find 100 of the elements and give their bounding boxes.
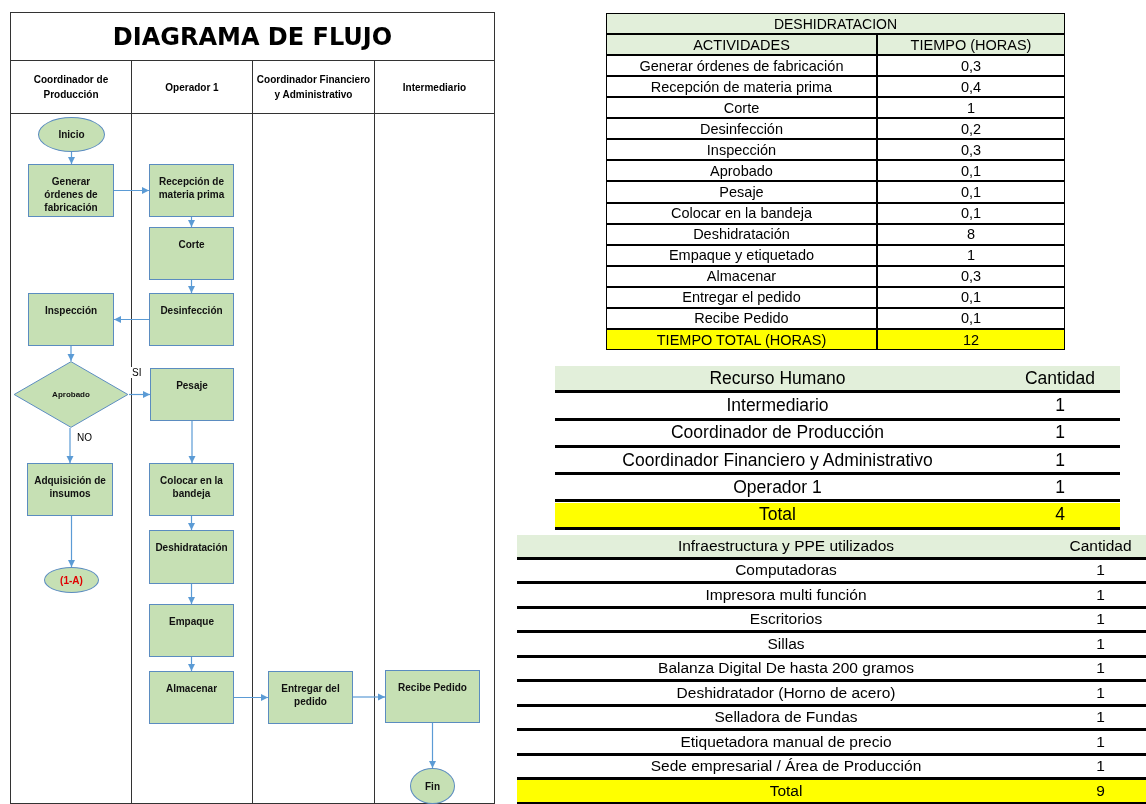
table-cell: 1 [1055, 682, 1146, 707]
arrow [188, 420, 196, 464]
table-cell: Corte [606, 97, 877, 119]
process-box: Almacenar [149, 671, 234, 724]
table-cell: Pesaje [606, 181, 877, 203]
table-cell: 1 [1000, 447, 1120, 476]
lane-header: Intermediario [375, 61, 494, 114]
process-box: Colocar en la bandeja [149, 463, 234, 516]
table-cell: 0,2 [877, 118, 1065, 140]
lane-header: Coordinador de Producción [11, 61, 131, 114]
arrow [187, 583, 196, 605]
table-cell: Inspección [606, 139, 877, 161]
table-cell: 0,3 [877, 55, 1065, 77]
table-cell: 1 [1055, 657, 1146, 682]
arrow [66, 427, 74, 464]
arrow [233, 693, 269, 702]
arrow [352, 693, 386, 701]
process-box: Recibe Pedido [385, 670, 480, 723]
table-cell: Balanza Digital De hasta 200 gramos [517, 657, 1055, 682]
column-header: TIEMPO (HORAS) [877, 34, 1065, 56]
total-cell: Total [555, 502, 1000, 530]
total-cell: TIEMPO TOTAL (HORAS) [606, 328, 877, 351]
lane-header: Coordinador Financiero y Administrativo [253, 61, 374, 114]
edge-label: SI [131, 367, 143, 378]
table-cell: Generar órdenes de fabricación [606, 55, 877, 77]
process-box: Adquisición de insumos [27, 463, 113, 516]
table-cell: Selladora de Fundas [517, 706, 1055, 731]
terminator-oval: Fin [410, 768, 455, 804]
table-cell: 1 [1055, 584, 1146, 609]
edge-label: NO [76, 432, 93, 443]
swimlane [374, 60, 495, 804]
table-cell: Etiquetadora manual de precio [517, 731, 1055, 756]
table-cell: 0,3 [877, 265, 1065, 287]
table-cell: 1 [1055, 706, 1146, 731]
diagram-title: DIAGRAMA DE FLUJO [10, 12, 495, 61]
table-cell: Aprobado [606, 160, 877, 182]
table-title: DESHIDRATACION [606, 13, 1065, 34]
process-box: Deshidratación [149, 530, 234, 584]
table-cell: 1 [1000, 393, 1120, 421]
arrow [128, 390, 151, 399]
process-box: Corte [149, 227, 234, 280]
terminator-oval: (1-A) [44, 567, 99, 593]
arrow [187, 279, 196, 294]
arrow [113, 315, 150, 324]
table-cell: 1 [877, 97, 1065, 119]
table-cell: Coordinador de Producción [555, 420, 1000, 448]
column-header: Infraestructura y PPE utilizados [517, 535, 1055, 560]
arrow [67, 515, 76, 568]
table-cell: 0,4 [877, 76, 1065, 98]
process-box: Recepción de materia prima [149, 164, 234, 217]
arrow [428, 722, 437, 769]
process-box: Generar órdenes de fabricación [28, 164, 114, 217]
table-cell: Computadoras [517, 559, 1055, 584]
total-cell: 9 [1055, 780, 1146, 804]
table-cell: Recibe Pedido [606, 307, 877, 329]
total-cell: 4 [1000, 502, 1120, 530]
table-cell: 0,1 [877, 202, 1065, 224]
table-cell: 8 [877, 223, 1065, 245]
table-cell: Escritorios [517, 608, 1055, 633]
arrow [67, 151, 76, 165]
process-box: Desinfección [149, 293, 234, 346]
table-cell: 1 [1055, 559, 1146, 584]
process-box: Pesaje [150, 368, 234, 421]
process-box: Inspección [28, 293, 114, 346]
column-header: Recurso Humano [555, 366, 1000, 394]
table-cell: Impresora multi función [517, 584, 1055, 609]
table-cell: Sillas [517, 633, 1055, 658]
swimlane [10, 60, 132, 804]
table-cell: Deshidratación [606, 223, 877, 245]
total-cell: Total [517, 780, 1055, 804]
table-cell: 1 [1055, 633, 1146, 658]
table-cell: Empaque y etiquetado [606, 244, 877, 266]
table-cell: 1 [877, 244, 1065, 266]
table-cell: Colocar en la bandeja [606, 202, 877, 224]
table-cell: Coordinador Financiero y Administrativo [555, 447, 1000, 476]
column-header: ACTIVIDADES [606, 34, 877, 56]
table-cell: 0,1 [877, 286, 1065, 308]
table-cell: Almacenar [606, 265, 877, 287]
table-cell: 1 [1055, 608, 1146, 633]
table-cell: 0,3 [877, 139, 1065, 161]
table-cell: Deshidratador (Horno de acero) [517, 682, 1055, 707]
table-cell: Intermediario [555, 393, 1000, 421]
arrow [187, 515, 196, 531]
arrow [67, 345, 75, 362]
table-cell: Entregar el pedido [606, 286, 877, 308]
decision-diamond: Aprobado [13, 361, 129, 428]
table-cell: Desinfección [606, 118, 877, 140]
arrow [187, 656, 196, 672]
terminator-oval: Inicio [38, 117, 105, 152]
table-cell: 0,1 [877, 160, 1065, 182]
column-header: Cantidad [1000, 366, 1120, 394]
table-cell: 1 [1000, 420, 1120, 448]
lane-header: Operador 1 [132, 61, 252, 114]
arrow [113, 186, 150, 195]
table-cell: 1 [1055, 731, 1146, 756]
process-box: Entregar del pedido [268, 671, 353, 724]
column-header: Cantidad [1055, 535, 1146, 560]
table-cell: 0,1 [877, 181, 1065, 203]
total-cell: 12 [877, 328, 1065, 351]
table-cell: Recepción de materia prima [606, 76, 877, 98]
